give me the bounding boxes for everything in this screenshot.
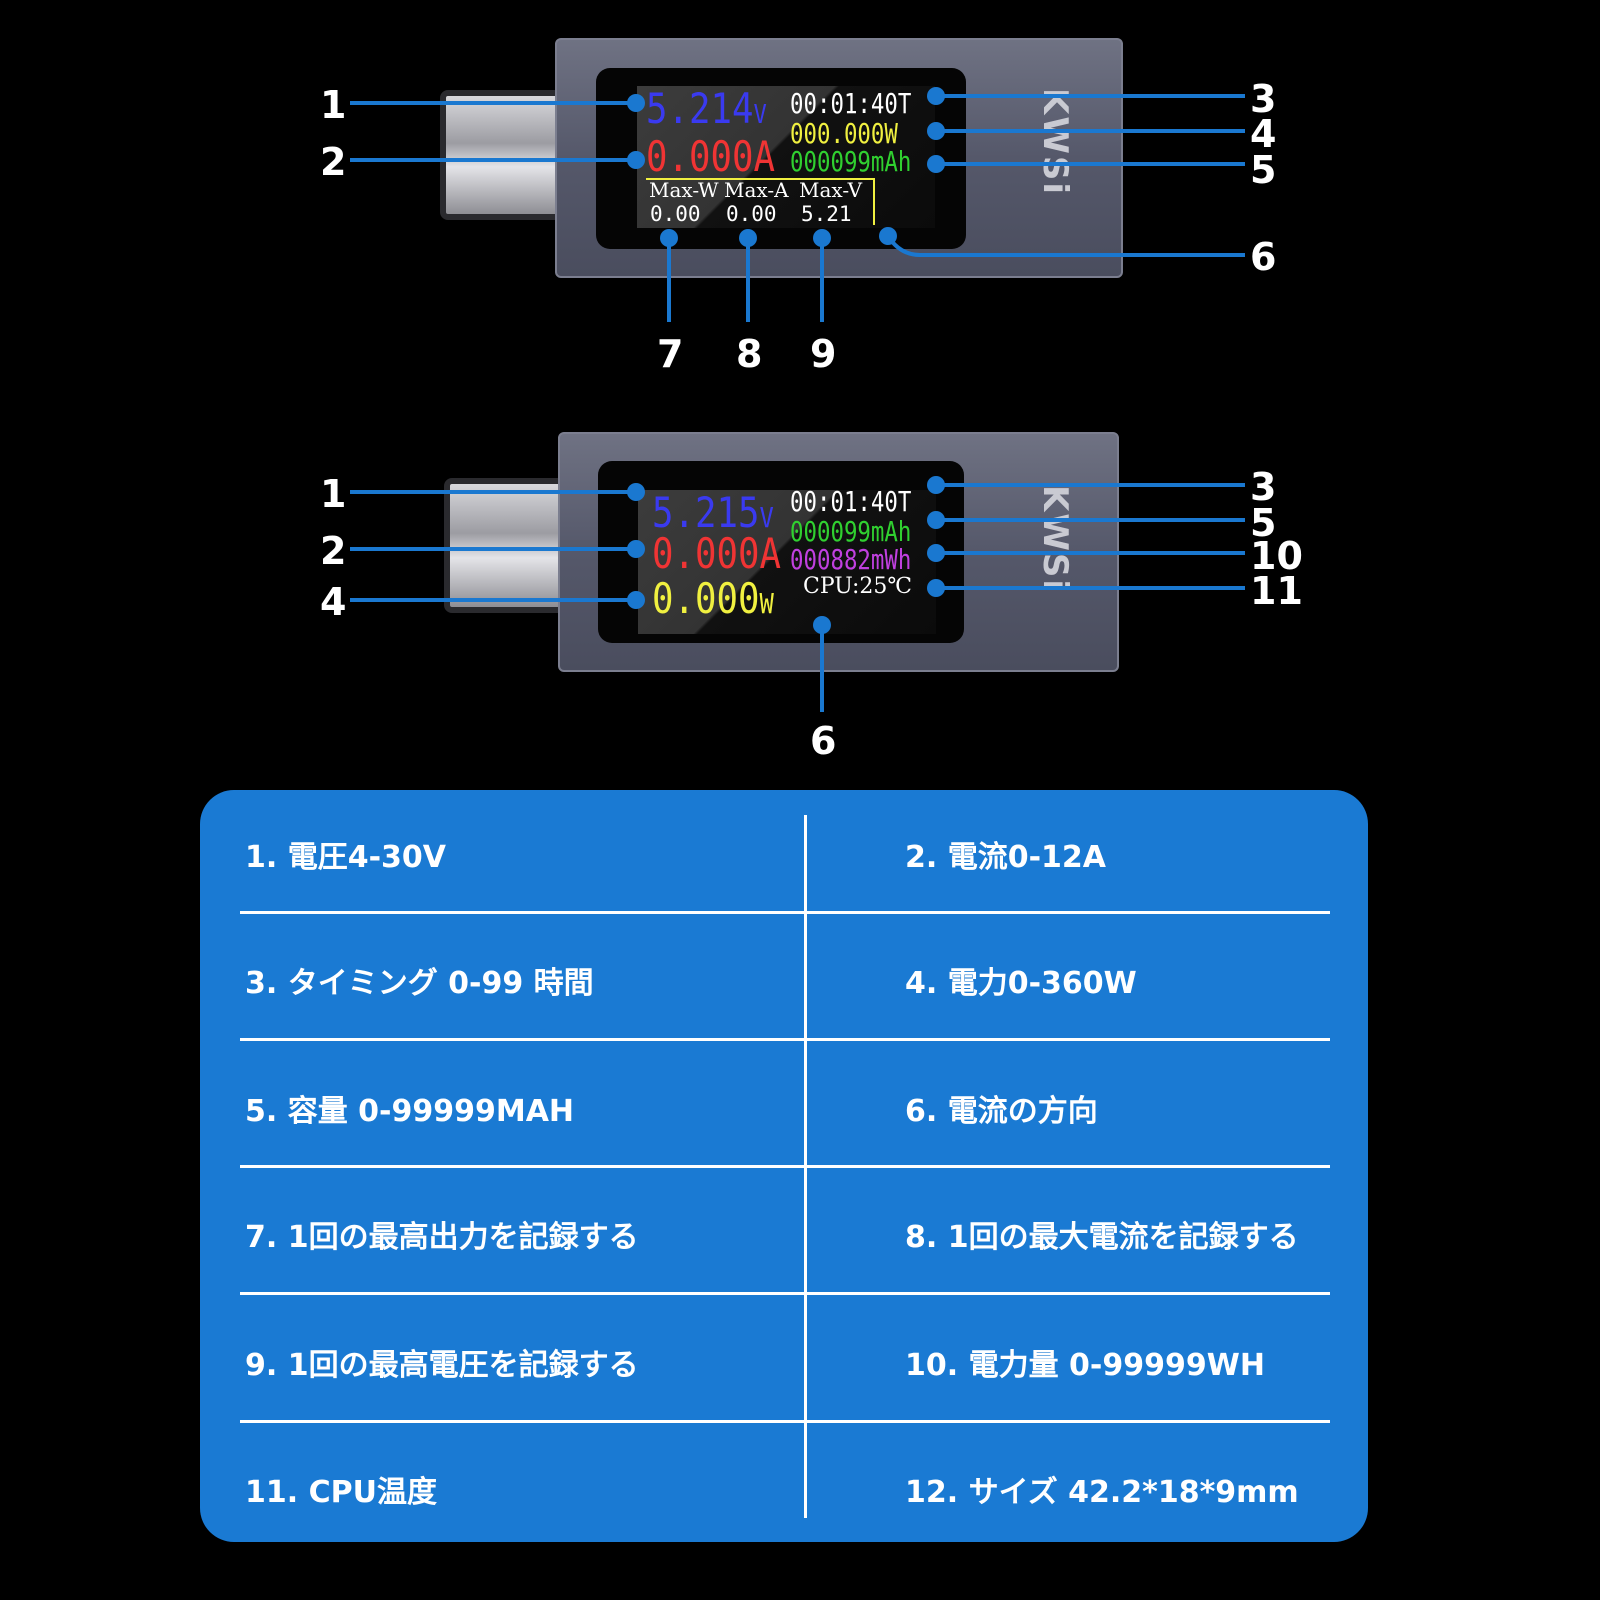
callout-dot bbox=[813, 229, 831, 247]
row-divider bbox=[240, 1165, 1330, 1168]
callout-2: 2 bbox=[320, 140, 347, 184]
callout-dot bbox=[660, 229, 678, 247]
timer-reading: 00:01:40T bbox=[790, 485, 912, 518]
callout-10: 10 bbox=[1250, 534, 1303, 578]
max-w-label: Max-W bbox=[649, 178, 719, 202]
spec-voltage: 1. 電圧4-30V bbox=[245, 840, 447, 875]
current-reading: 0.000A bbox=[646, 132, 775, 181]
lcd-display bbox=[637, 86, 935, 228]
spec-energy: 10. 電力量 0-99999WH bbox=[905, 1348, 1265, 1383]
max-w-value: 0.00 bbox=[650, 202, 701, 226]
max-v-label: Max-V bbox=[799, 178, 863, 202]
callout-dot bbox=[813, 616, 831, 634]
callout-5: 5 bbox=[1250, 501, 1277, 545]
spec-direction: 6. 電流の方向 bbox=[905, 1094, 1098, 1129]
capacity-reading: 000099mAh bbox=[790, 145, 912, 178]
callout-dot bbox=[627, 483, 645, 501]
power-reading: 000.000W bbox=[790, 117, 898, 150]
row-divider bbox=[240, 1420, 1330, 1423]
callout-2: 2 bbox=[320, 529, 347, 573]
usb-c-connector bbox=[440, 90, 570, 220]
max-a-value: 0.00 bbox=[726, 202, 777, 226]
callout-5: 5 bbox=[1250, 148, 1277, 192]
callout-dot bbox=[627, 151, 645, 169]
callout-dot bbox=[627, 540, 645, 558]
spec-capacity: 5. 容量 0-99999MAH bbox=[245, 1094, 575, 1129]
callout-dot bbox=[927, 511, 945, 529]
callout-lines bbox=[350, 87, 1245, 712]
callout-dot bbox=[927, 476, 945, 494]
cpu-temp-reading: CPU:25℃ bbox=[803, 574, 913, 599]
callout-dot bbox=[927, 544, 945, 562]
callout-1: 1 bbox=[320, 83, 347, 127]
max-v-value: 5.21 bbox=[801, 202, 852, 226]
max-box bbox=[646, 178, 875, 225]
spec-power: 4. 電力0-360W bbox=[905, 966, 1137, 1001]
callout-4: 4 bbox=[1250, 112, 1277, 156]
callout-dot bbox=[739, 229, 757, 247]
spec-table: 1. 電圧4-30V 2. 電流0-12A 3. タイミング 0-99 時間 4… bbox=[200, 790, 1368, 1542]
callout-dot bbox=[927, 87, 945, 105]
callout-9: 9 bbox=[810, 332, 837, 376]
callout-3: 3 bbox=[1250, 465, 1277, 509]
spec-max-current: 8. 1回の最大電流を記録する bbox=[905, 1220, 1299, 1255]
lcd-display bbox=[638, 490, 936, 634]
spec-size: 12. サイズ 42.2*18*9mm bbox=[905, 1475, 1299, 1510]
callout-dot bbox=[927, 155, 945, 173]
voltage-reading: 5.214V bbox=[646, 84, 767, 133]
callout-dot bbox=[927, 579, 945, 597]
spec-max-output: 7. 1回の最高出力を記録する bbox=[245, 1220, 639, 1255]
callout-dot bbox=[927, 122, 945, 140]
row-divider bbox=[240, 1292, 1330, 1295]
row-divider bbox=[240, 1038, 1330, 1041]
row-divider bbox=[240, 911, 1330, 914]
callout-dot bbox=[879, 227, 897, 245]
timer-reading: 00:01:40T bbox=[790, 87, 912, 120]
callout-1: 1 bbox=[320, 472, 347, 516]
callout-4: 4 bbox=[320, 580, 347, 624]
callout-dot bbox=[627, 591, 645, 609]
energy-reading: 000882mWh bbox=[790, 543, 912, 576]
spec-max-voltage: 9. 1回の最高電圧を記録する bbox=[245, 1348, 639, 1383]
callout-dot bbox=[627, 94, 645, 112]
voltage-reading: 5.215V bbox=[652, 488, 774, 537]
usb-c-connector bbox=[444, 478, 574, 613]
callout-7: 7 bbox=[657, 332, 684, 376]
spec-cpu-temp: 11. CPU温度 bbox=[245, 1475, 437, 1510]
spec-current: 2. 電流0-12A bbox=[905, 840, 1107, 875]
callout-11: 11 bbox=[1250, 569, 1303, 613]
spec-timing: 3. タイミング 0-99 時間 bbox=[245, 966, 594, 1001]
power-reading: 0.000W bbox=[652, 574, 774, 623]
callout-3: 3 bbox=[1250, 77, 1277, 121]
max-a-label: Max-A bbox=[724, 178, 789, 202]
current-reading: 0.000A bbox=[652, 529, 781, 578]
callout-8: 8 bbox=[736, 332, 763, 376]
callout-6: 6 bbox=[1250, 235, 1277, 279]
callout-6: 6 bbox=[810, 719, 837, 763]
capacity-reading: 000099mAh bbox=[790, 515, 912, 548]
